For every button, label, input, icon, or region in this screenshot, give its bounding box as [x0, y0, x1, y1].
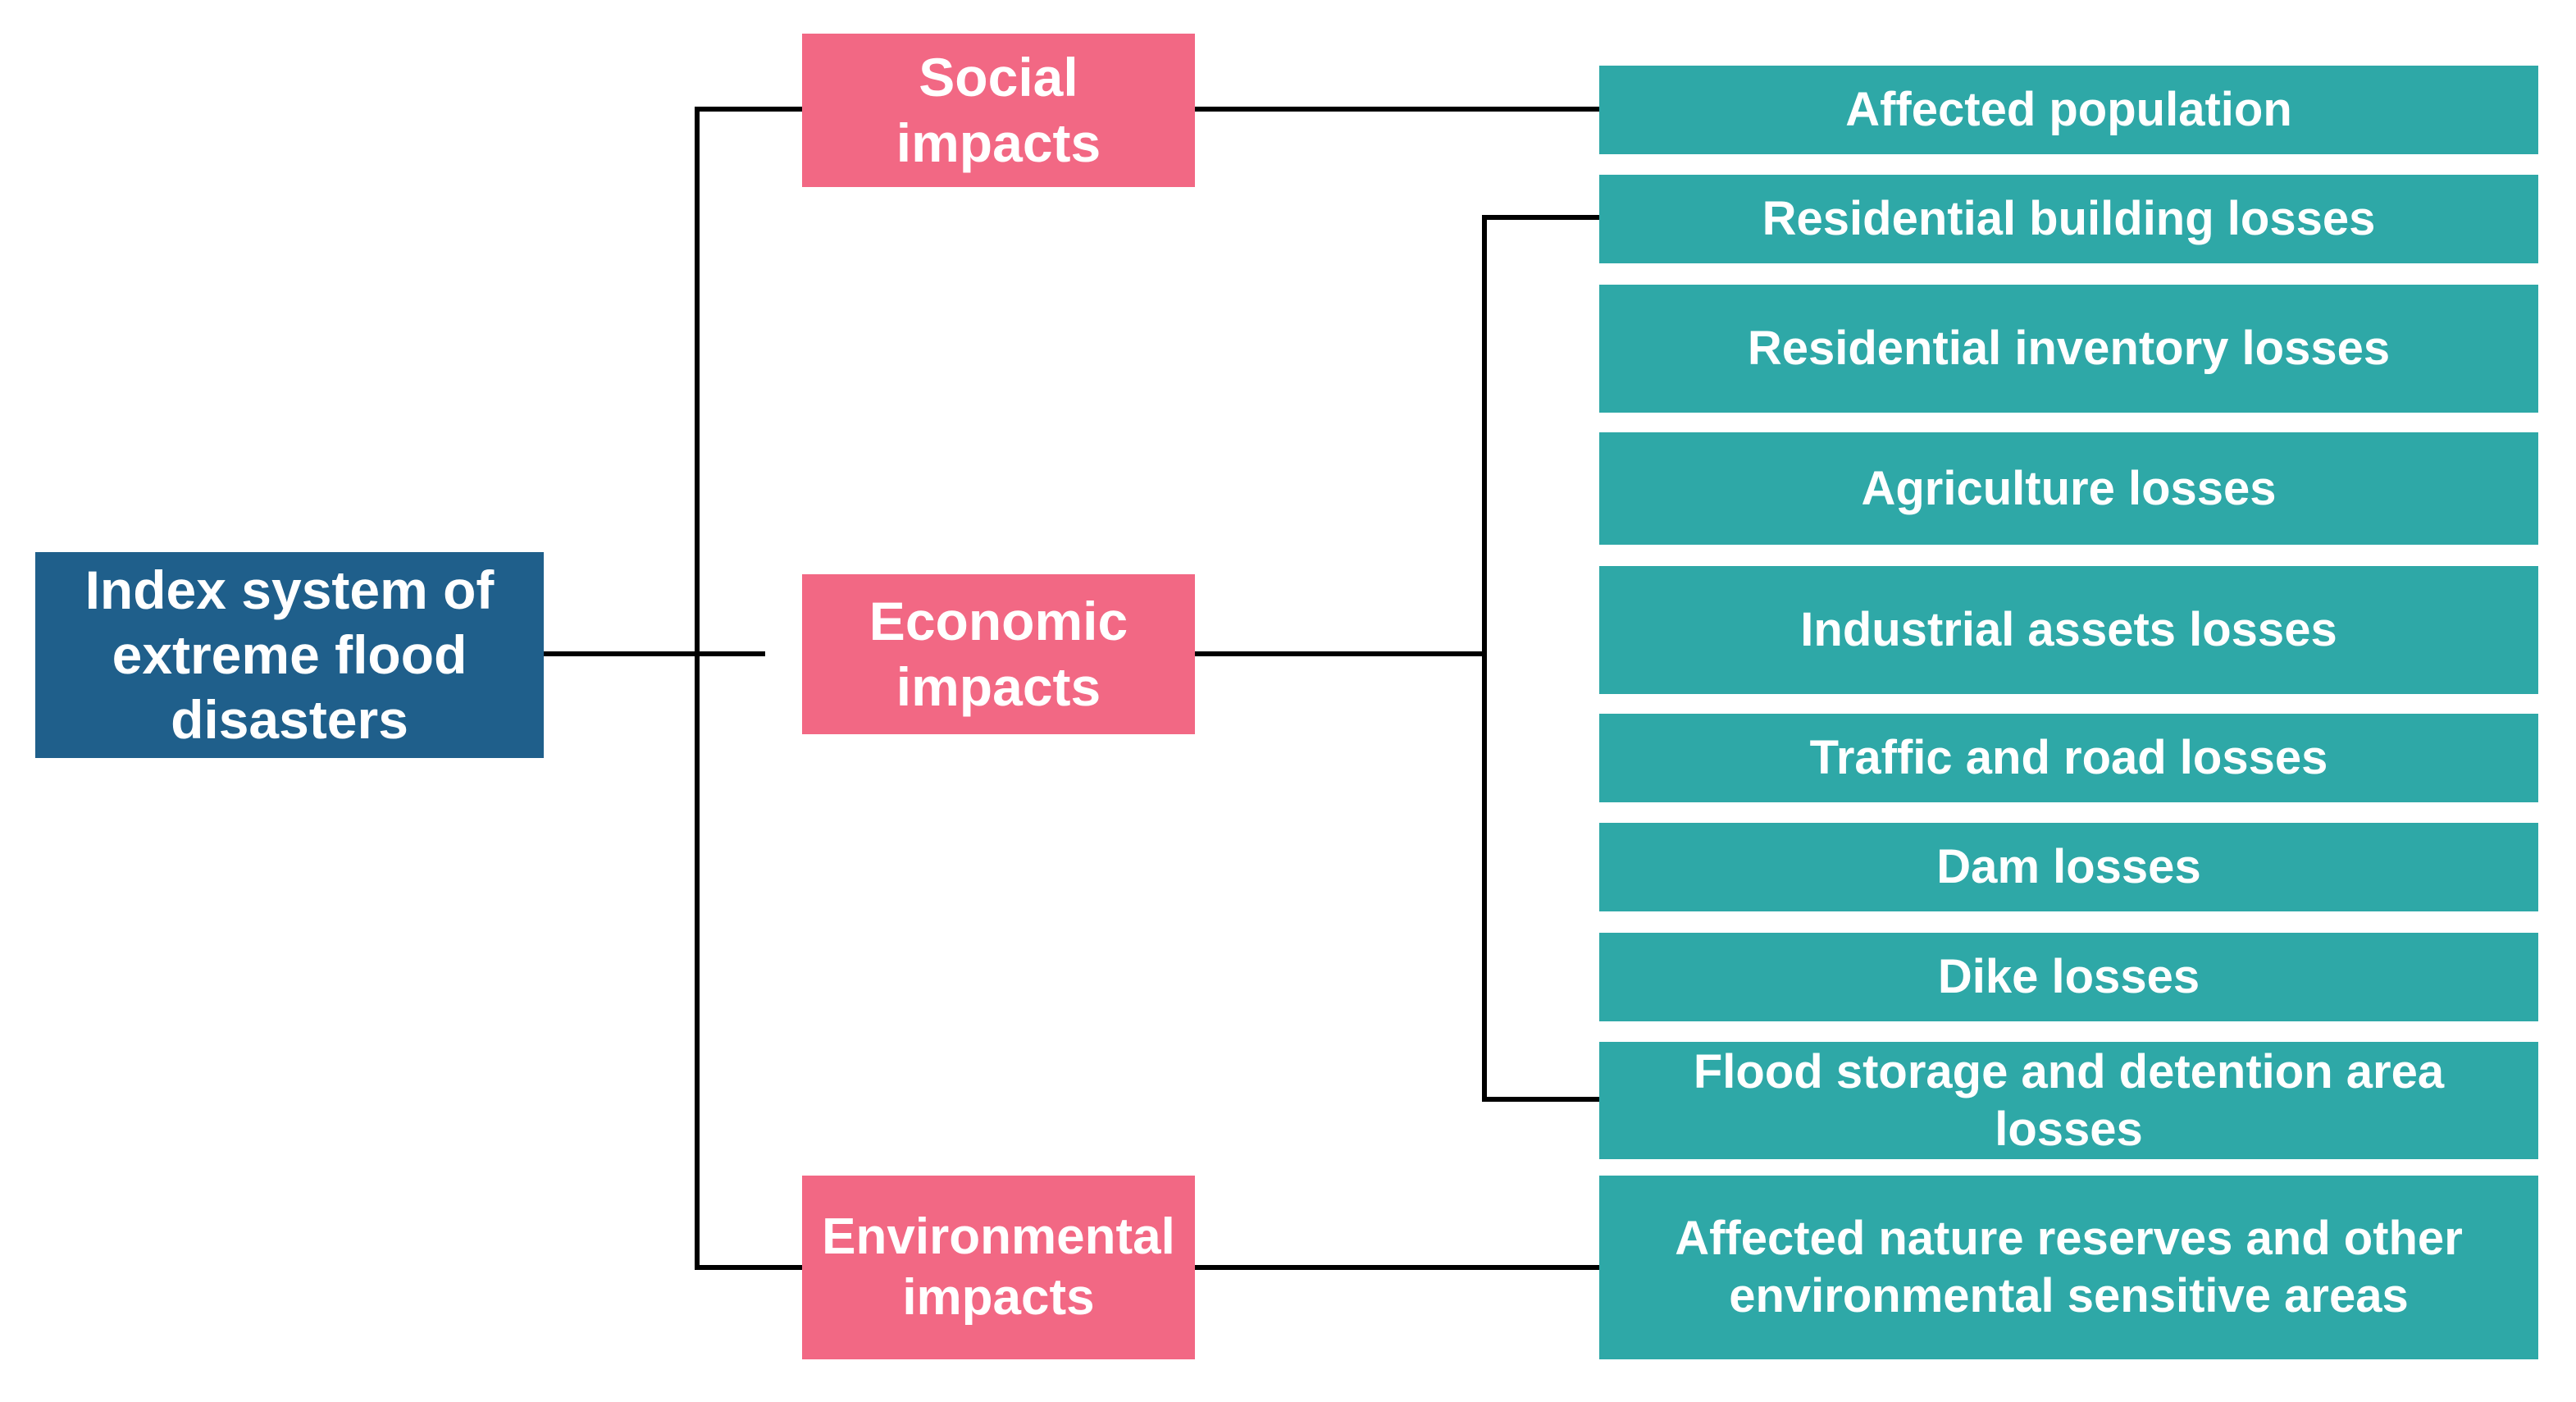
- indicator-flood-storage: Flood storage and detention area losses: [1599, 1042, 2538, 1159]
- root-node: Index system of extreme flood disasters: [35, 552, 544, 758]
- indicator-label: Industrial assets losses: [1800, 603, 2337, 657]
- indicator-industrial-assets: Industrial assets losses: [1599, 566, 2538, 694]
- root-label: Index system of extreme flood disasters: [84, 559, 495, 751]
- category-social: Social impacts: [802, 34, 1195, 187]
- indicator-label: Flood storage and detention area losses: [1693, 1044, 2445, 1156]
- indicator-traffic-road: Traffic and road losses: [1599, 714, 2538, 802]
- indicator-label: Agriculture losses: [1861, 461, 2277, 515]
- indicator-label: Traffic and road losses: [1809, 731, 2328, 785]
- indicator-residential-building: Residential building losses: [1599, 175, 2538, 263]
- indicator-nature-reserves: Affected nature reserves and other envir…: [1599, 1176, 2538, 1359]
- indicator-label: Dam losses: [1936, 840, 2201, 894]
- indicator-label: Residential building losses: [1762, 192, 2376, 246]
- category-environmental: Environmental impacts: [802, 1176, 1195, 1359]
- category-social-label: Social impacts: [896, 47, 1101, 173]
- category-economic-label: Economic impacts: [869, 591, 1128, 717]
- indicator-affected-population: Affected population: [1599, 66, 2538, 154]
- indicator-label: Affected population: [1845, 83, 2292, 137]
- indicator-label: Affected nature reserves and other envir…: [1675, 1212, 2463, 1322]
- indicator-dike: Dike losses: [1599, 933, 2538, 1021]
- indicator-label: Dike losses: [1937, 950, 2200, 1004]
- indicator-residential-inventory: Residential inventory losses: [1599, 285, 2538, 413]
- indicator-dam: Dam losses: [1599, 823, 2538, 911]
- indicator-label: Residential inventory losses: [1747, 322, 2391, 376]
- category-economic: Economic impacts: [802, 574, 1195, 734]
- indicator-agriculture: Agriculture losses: [1599, 432, 2538, 545]
- category-environmental-label: Environmental impacts: [822, 1208, 1175, 1326]
